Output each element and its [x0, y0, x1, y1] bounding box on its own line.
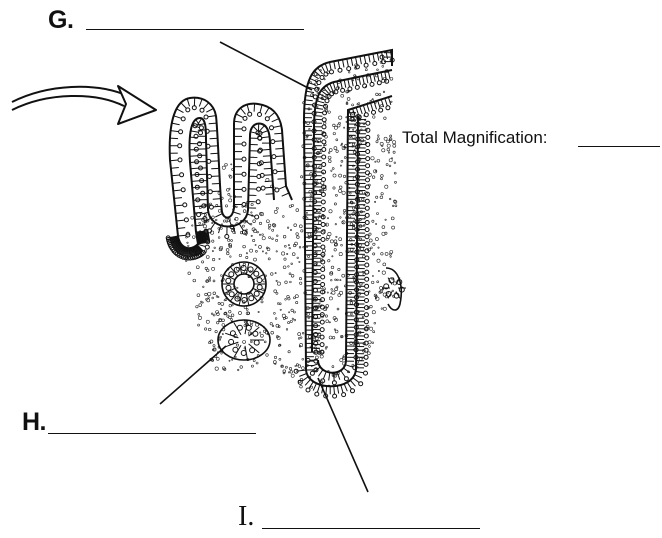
- answer-blank-i[interactable]: [262, 528, 480, 529]
- total-magnification-blank[interactable]: [578, 146, 660, 147]
- label-g: G.: [48, 6, 73, 35]
- label-i: I.: [238, 501, 254, 533]
- leader-line-i: [318, 378, 368, 492]
- total-magnification-label: Total Magnification:: [402, 128, 548, 148]
- answer-blank-h[interactable]: [48, 433, 256, 434]
- label-h: H.: [22, 408, 46, 437]
- answer-blank-g[interactable]: [86, 29, 304, 30]
- leader-line-g: [220, 42, 312, 90]
- leader-line-h: [160, 346, 226, 404]
- curved-arrow-icon: [12, 86, 156, 124]
